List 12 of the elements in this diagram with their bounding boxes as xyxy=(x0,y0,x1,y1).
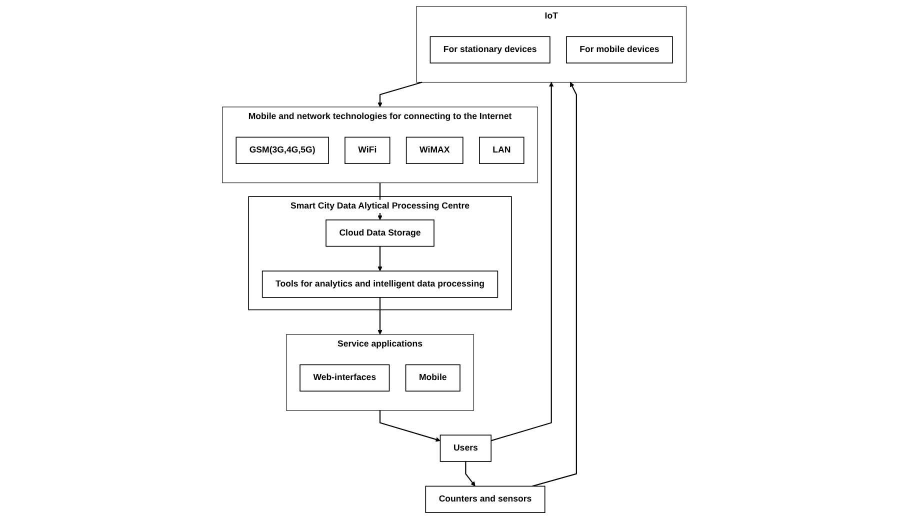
process-box: WiFi xyxy=(344,136,390,164)
process-box: WiMAX xyxy=(406,136,464,164)
process-box: For stationary devices xyxy=(430,36,551,64)
process-box: LAN xyxy=(479,136,524,164)
process-box: Counters and sensors xyxy=(425,486,546,513)
process-box: Tools for analytics and intelligent data processing xyxy=(262,270,498,298)
process-box: Mobile xyxy=(406,364,461,392)
process-box: For mobile devices xyxy=(566,36,674,64)
process-box: Web-interfaces xyxy=(300,364,390,392)
process-box: GSM(3G,4G,5G) xyxy=(236,136,330,164)
process-box: Users xyxy=(440,434,492,462)
process-box: Cloud Data Storage xyxy=(326,220,435,247)
